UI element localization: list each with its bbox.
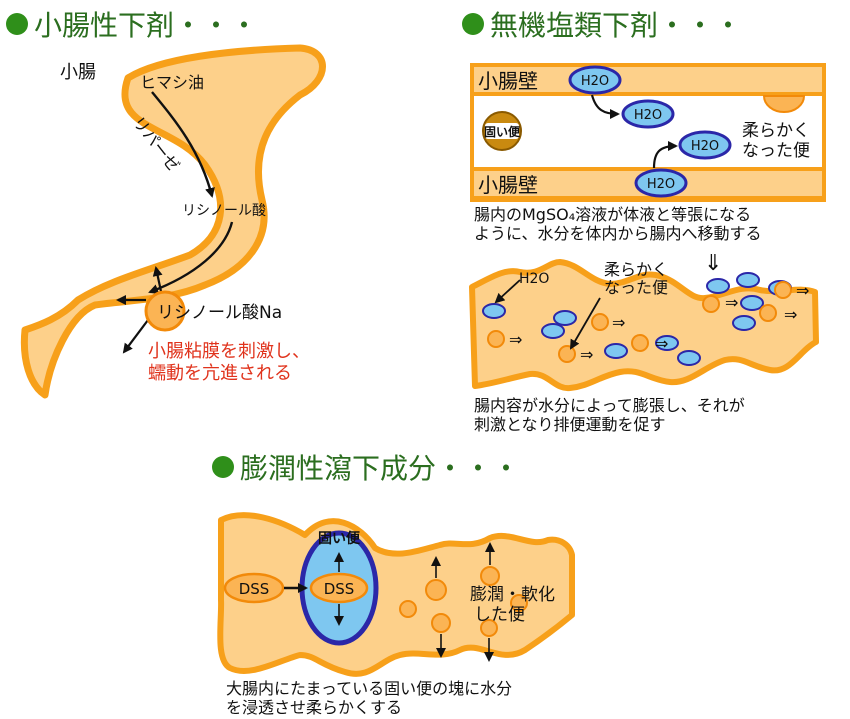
caption-swelling-line1: 腸内容が水分によって膨張し、それが — [474, 396, 745, 415]
label-wall-bottom: 小腸壁 — [478, 173, 538, 197]
stool-particle — [774, 281, 792, 299]
label-small-intestine: 小腸 — [60, 62, 96, 83]
swelled-particle — [480, 619, 498, 637]
heading-inorganic-salt: 無機塩類下剤・・・ — [462, 4, 742, 44]
soft-stool-bump — [762, 95, 806, 113]
label-dss-inner: DSS — [324, 580, 355, 598]
water-droplet — [482, 303, 506, 319]
bullet-icon — [6, 13, 28, 35]
heading-swelling: 膨潤性瀉下成分・・・ — [212, 447, 520, 487]
arrow-flow: ⇒ — [655, 334, 668, 353]
heading-small-intestine: 小腸性下剤・・・ — [6, 4, 258, 44]
label-h2o: H2O — [691, 139, 719, 154]
swollen-intestine-tube — [469, 259, 819, 392]
dss-capsule — [223, 572, 285, 604]
arrow-flow: ⇒ — [796, 281, 809, 300]
swelled-particle — [510, 594, 528, 612]
label-wall-top: 小腸壁 — [478, 69, 538, 93]
label-ricinoleic-acid: リシノール酸 — [182, 203, 266, 219]
down-arrow: ⇓ — [704, 251, 722, 276]
label-effect-line1: 小腸粘膜を刺激し、 — [148, 341, 310, 362]
stool-particle — [591, 313, 609, 331]
stool-particle — [631, 334, 649, 352]
water-droplet — [740, 295, 764, 311]
label-swelled-line2: した便 — [474, 605, 525, 625]
caption-dss-line1: 大腸内にたまっている固い便の塊に水分 — [226, 679, 513, 698]
water-droplet — [553, 310, 577, 326]
water-droplet — [604, 343, 628, 359]
caption-mgso4-line2: ように、水分を体内から腸内へ移動する — [474, 224, 762, 243]
water-droplet — [655, 335, 679, 351]
arrow-flow: ⇒ — [580, 345, 593, 364]
arrow-flow: ⇒ — [784, 305, 797, 324]
ricinoleate-bubble — [144, 290, 186, 332]
swelled-particle — [399, 600, 417, 618]
label-h2o-small: H2O — [519, 271, 549, 287]
h2o-oval — [678, 130, 732, 160]
h2o-oval — [634, 168, 688, 198]
label-swelled-line1: 膨潤・軟化 — [470, 585, 555, 605]
bullet-icon — [212, 456, 234, 478]
heading-small-intestine-text: 小腸性下剤・・・ — [34, 9, 259, 42]
label-castor-oil: ヒマシ油 — [140, 73, 204, 92]
panel-inorganic-salt-wall: 小腸壁 小腸壁 固い便 H2O H2O H2O H2O 柔らかく なった便 — [470, 63, 826, 202]
label-h2o: H2O — [581, 74, 609, 89]
water-droplet — [541, 323, 565, 339]
panel-small-intestine: 小腸 ヒマシ油 リパーゼ リシノール酸 リシノール酸Na 小腸粘膜を刺激し、 蠕… — [20, 44, 326, 399]
label-h2o: H2O — [647, 177, 675, 192]
caption-dss-line2: を浸透させ柔らかくする — [226, 698, 403, 717]
arrow-flow: ⇒ — [509, 330, 522, 349]
caption-dss: 大腸内にたまっている固い便の塊に水分 を浸透させ柔らかくする — [226, 679, 512, 717]
label-effect-line2: 蠕動を亢進される — [148, 363, 292, 384]
water-droplet — [732, 315, 756, 331]
swelled-particle — [480, 566, 500, 586]
caption-mgso4-line1: 腸内のMgSO₄溶液が体液と等張になる — [474, 205, 752, 224]
label-dss: DSS — [239, 580, 270, 598]
caption-mgso4: 腸内のMgSO₄溶液が体液と等張になる ように、水分を体内から腸内へ移動する — [474, 205, 762, 243]
swelled-particle — [431, 613, 451, 633]
water-droplet — [706, 278, 730, 294]
label-soft-stool-line2-b: なった便 — [604, 278, 668, 297]
h2o-oval — [621, 99, 675, 129]
label-ricinoleate-na: リシノール酸Na — [157, 303, 282, 323]
label-hard-stool-3: 固い便 — [318, 530, 361, 547]
dss-inner — [309, 572, 369, 604]
arrow-flow: ⇒ — [725, 293, 738, 312]
heading-swelling-text: 膨潤性瀉下成分・・・ — [240, 452, 521, 485]
caption-swelling-line2: 刺激となり排便運動を促す — [474, 415, 666, 434]
stool-particle — [558, 345, 576, 363]
label-soft-stool-line1: 柔らかく — [742, 121, 810, 141]
panel-inorganic-salt-swelling: ⇒ ⇒ ⇒ ⇒ ⇒ ⇒ ⇒ H2O 柔らかく なった便 ⇓ — [469, 251, 819, 392]
swelled-particle — [425, 579, 447, 601]
label-soft-stool-line2: なった便 — [742, 141, 810, 161]
label-h2o: H2O — [634, 108, 662, 123]
h2o-oval — [568, 65, 622, 95]
water-droplet — [736, 272, 760, 288]
panel-swelling: DSS 固い便 DSS 膨潤・軟化 した便 — [217, 512, 575, 677]
water-droplet — [677, 350, 701, 366]
small-intestine-tube — [20, 44, 326, 399]
wall-top — [470, 63, 826, 96]
bullet-icon — [462, 13, 484, 35]
arrow-flow: ⇒ — [612, 313, 625, 332]
stool-particle — [759, 304, 777, 322]
heading-inorganic-salt-text: 無機塩類下剤・・・ — [490, 9, 743, 42]
label-hard-stool: 固い便 — [484, 124, 521, 139]
caption-swelling-stimulus: 腸内容が水分によって膨張し、それが 刺激となり排便運動を促す — [474, 396, 745, 434]
stool-particle — [702, 295, 720, 313]
stool-particle — [487, 330, 505, 348]
label-soft-stool-line1-b: 柔らかく — [604, 260, 668, 279]
